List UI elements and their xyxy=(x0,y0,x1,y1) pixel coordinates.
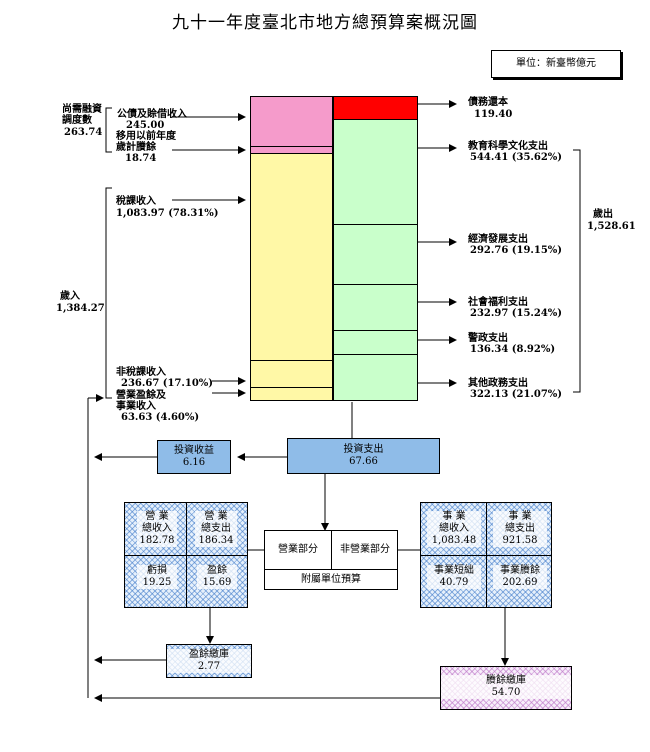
nonbiz-revenue-value: 1,083.48 xyxy=(427,535,481,547)
enterprise-grid: 營 業 總收入 182.78 營 業 總支出 186.34 虧損 19.25 盈… xyxy=(124,502,248,608)
nonbiz-expense-label-2: 總支出 xyxy=(493,523,547,535)
attached-title: 附屬單位預算 xyxy=(265,569,397,590)
nonbiz-surplus-pay-box: 賸餘繳庫 54.70 xyxy=(440,666,572,710)
tax-label: 稅課收入 xyxy=(116,196,156,207)
nonbiz-pay-label: 賸餘繳庫 xyxy=(441,675,571,687)
nonbiz-expense-value: 921.58 xyxy=(493,535,547,547)
enterprise-loss-value: 19.25 xyxy=(137,577,177,589)
invest-spend-value: 67.66 xyxy=(349,456,378,467)
bond-label: 公債及賒借收入 xyxy=(117,109,187,120)
bracket-revenue xyxy=(105,187,112,399)
nonbiz-expense-cell: 事 業 總支出 921.58 xyxy=(493,511,547,547)
police-value: 136.34 (8.92%) xyxy=(470,344,556,355)
invest-income-label: 投資收益 xyxy=(174,445,214,456)
bar-segment-welfare xyxy=(334,285,417,331)
nonbiz-expense-label-1: 事 業 xyxy=(493,511,547,523)
bar-segment-police xyxy=(334,331,417,355)
bar-segment-nontax xyxy=(251,361,332,388)
enterprise-revenue-label-1: 營 業 xyxy=(137,511,177,523)
enterprise-expense-cell: 營 業 總支出 186.34 xyxy=(195,511,237,547)
nonbiz-shortfall-value: 40.79 xyxy=(427,577,481,589)
enterprise-loss-cell: 虧損 19.25 xyxy=(137,565,177,589)
bar-segment-bond xyxy=(251,97,332,147)
enterprise-revenue-value: 182.78 xyxy=(137,535,177,547)
bracket-financing xyxy=(105,107,112,153)
invest-income-value: 6.16 xyxy=(182,457,206,468)
enterprise-surplus-pay-box: 盈餘繳庫 2.77 xyxy=(166,644,252,678)
bracket-expenditure xyxy=(573,149,581,393)
nonbiz-surplus-value: 202.69 xyxy=(493,577,547,589)
nonbiz-revenue-label-1: 事 業 xyxy=(427,511,481,523)
edu-label: 教育科學文化支出 xyxy=(468,141,548,152)
attached-budget-box: 營業部分 非營業部分 附屬單位預算 xyxy=(264,530,398,590)
invest-spend-box: 投資支出 67.66 xyxy=(287,438,440,474)
nonbiz-shortfall-cell: 事業短絀 40.79 xyxy=(427,565,481,589)
expenditure-bar xyxy=(333,96,418,401)
nonbusiness-part-label: 非營業部分 xyxy=(340,544,390,555)
nonbiz-revenue-cell: 事 業 總收入 1,083.48 xyxy=(427,511,481,547)
nonbusiness-grid: 事 業 總收入 1,083.48 事 業 總支出 921.58 事業短絀 40.… xyxy=(420,502,552,608)
tax-value: 1,083.97 (78.31%) xyxy=(116,208,219,219)
enterprise-loss-label: 虧損 xyxy=(137,565,177,577)
page-title: 九十一年度臺北市地方總預算案概況圖 xyxy=(172,13,478,33)
invest-income-box: 投資收益 6.16 xyxy=(157,440,231,474)
nonbiz-pay-value: 54.70 xyxy=(441,687,571,699)
financing-label-1: 尚需融資 xyxy=(62,104,102,115)
surplus-label-2: 歲計賸餘 xyxy=(116,142,156,153)
enterprise-surplus-cell: 盈餘 15.69 xyxy=(197,565,237,589)
revenue-value: 1,384.27 xyxy=(56,303,105,314)
business-part-label: 營業部分 xyxy=(265,531,332,569)
nonbiz-shortfall-label: 事業短絀 xyxy=(427,565,481,577)
other-value: 322.13 (21.07%) xyxy=(470,389,563,400)
nontax-label: 非稅課收入 xyxy=(116,367,166,378)
edu-value: 544.41 (35.62%) xyxy=(470,152,563,163)
enterprise-revenue-cell: 營 業 總收入 182.78 xyxy=(137,511,177,547)
bar-segment-surplus xyxy=(251,147,332,154)
enterprise-revenue-label-2: 總收入 xyxy=(137,523,177,535)
other-label: 其他政務支出 xyxy=(468,378,528,389)
econ-label: 經濟發展支出 xyxy=(468,234,528,245)
enterprise-expense-label-2: 總支出 xyxy=(195,523,237,535)
enterprise-surplus-label: 盈餘 xyxy=(197,565,237,577)
bond-value: 245.00 xyxy=(126,120,165,131)
nonbiz-revenue-label-2: 總收入 xyxy=(427,523,481,535)
debt-value: 119.40 xyxy=(474,109,513,120)
business-value: 63.63 (4.60%) xyxy=(121,412,200,423)
enterprise-expense-label-1: 營 業 xyxy=(195,511,237,523)
financing-label-2: 調度數 xyxy=(62,115,92,126)
enterprise-pay-label: 盈餘繳庫 xyxy=(167,649,251,661)
expend-label: 歲出 xyxy=(593,209,613,220)
police-label: 警政支出 xyxy=(468,333,508,344)
expend-value: 1,528.61 xyxy=(587,221,636,232)
econ-value: 292.76 (19.15%) xyxy=(470,245,563,256)
financing-value: 263.74 xyxy=(64,127,103,138)
enterprise-pay-value: 2.77 xyxy=(167,661,251,673)
bar-segment-debt xyxy=(334,97,417,120)
welfare-label: 社會福利支出 xyxy=(468,297,528,308)
welfare-value: 232.97 (15.24%) xyxy=(470,308,563,319)
nonbiz-surplus-label: 事業賸餘 xyxy=(493,565,547,577)
surplus-value: 18.74 xyxy=(125,153,157,164)
enterprise-surplus-value: 15.69 xyxy=(197,577,237,589)
bar-segment-tax xyxy=(251,154,332,361)
bar-segment-business xyxy=(251,388,332,400)
nonbiz-surplus-cell: 事業賸餘 202.69 xyxy=(493,565,547,589)
nontax-value: 236.67 (17.10%) xyxy=(121,378,214,389)
debt-label: 債務還本 xyxy=(468,97,508,108)
bar-segment-edu xyxy=(334,120,417,225)
revenue-bar xyxy=(250,96,333,401)
revenue-label: 歲入 xyxy=(60,291,80,302)
bar-segment-econ xyxy=(334,225,417,285)
business-label-2: 事業收入 xyxy=(116,401,156,412)
bar-segment-other xyxy=(334,355,417,400)
business-label-1: 營業盈餘及 xyxy=(116,390,166,401)
enterprise-expense-value: 186.34 xyxy=(195,535,237,547)
surplus-label-1: 移用以前年度 xyxy=(116,131,176,142)
unit-label: 單位：新臺幣億元 xyxy=(491,50,621,78)
invest-spend-label: 投資支出 xyxy=(343,444,384,455)
